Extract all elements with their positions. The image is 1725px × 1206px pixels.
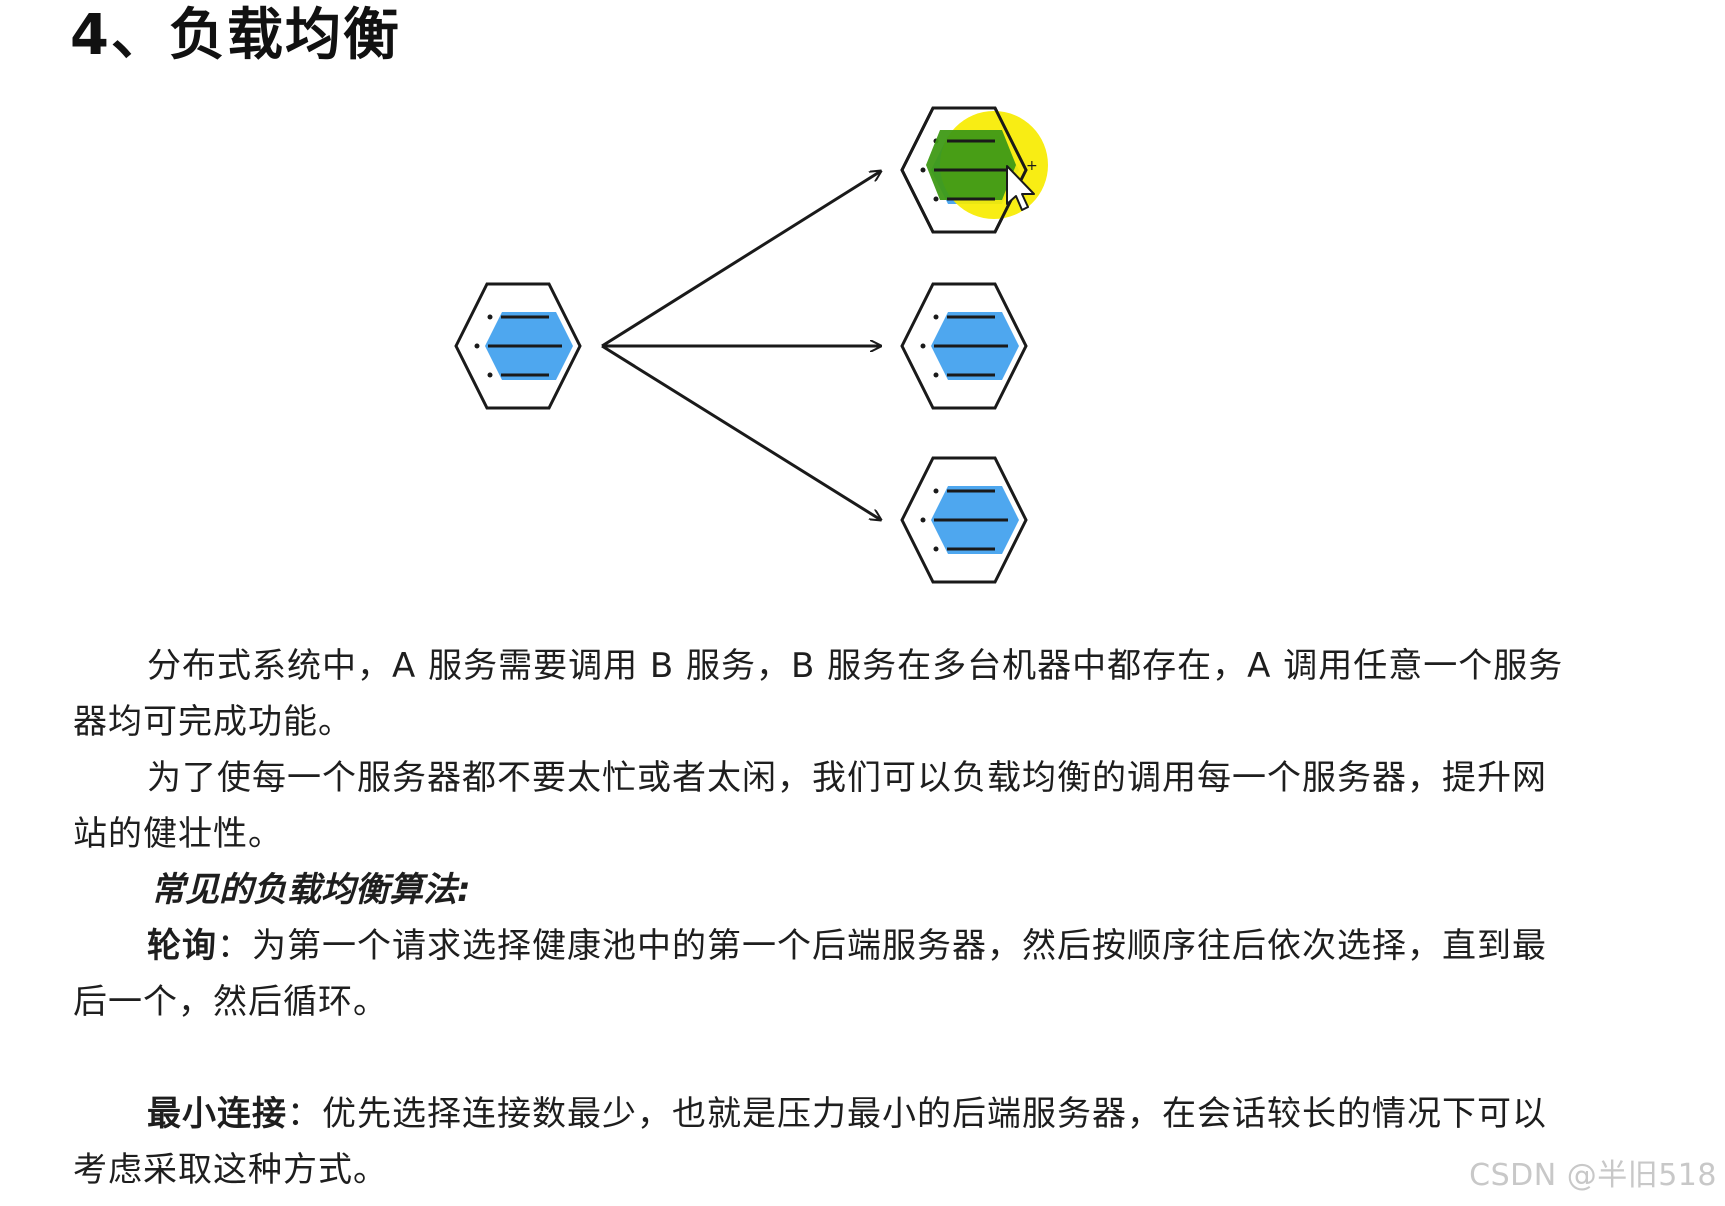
page-title: 4、负载均衡 — [70, 3, 401, 68]
term-round-robin: 轮询 — [147, 926, 217, 966]
arrow-icon — [601, 171, 881, 348]
mouse-cursor-icon — [1006, 165, 1035, 211]
term-least-connections: 最小连接 — [147, 1094, 287, 1134]
algorithm-least-connections: 最小连接：优先选择连接数最少，也就是压力最小的后端服务器，在会话较长的情况下可以… — [73, 1086, 1573, 1198]
body-content: 分布式系统中，A 服务需要调用 B 服务，B 服务在多台机器中都存在，A 调用任… — [73, 638, 1573, 1198]
load-balancing-diagram: + — [454, 106, 1048, 584]
target-server-icon-2 — [900, 282, 1028, 410]
arrow-icon — [601, 344, 881, 520]
algorithm-round-robin: 轮询：为第一个请求选择健康池中的第一个后端服务器，然后按顺序往后依次选择，直到最… — [73, 918, 1573, 1030]
algorithms-heading: 常见的负载均衡算法: — [151, 870, 471, 910]
target-server-icon-3 — [900, 456, 1028, 584]
source-server-icon — [454, 282, 582, 410]
desc-least-connections: ：优先选择连接数最少，也就是压力最小的后端服务器，在会话较长的情况下可以考虑采取… — [73, 1094, 1547, 1190]
paragraph-purpose: 为了使每一个服务器都不要太忙或者太闲，我们可以负载均衡的调用每一个服务器，提升网… — [73, 758, 1547, 854]
paragraph-distributed: 分布式系统中，A 服务需要调用 B 服务，B 服务在多台机器中都存在，A 调用任… — [73, 646, 1564, 742]
desc-round-robin: ：为第一个请求选择健康池中的第一个后端服务器，然后按顺序往后依次选择，直到最后一… — [73, 926, 1547, 1022]
svg-text:+: + — [1026, 158, 1038, 174]
target-server-icon-1: + — [900, 106, 1048, 234]
watermark: CSDN @半旧518 — [1469, 1158, 1717, 1193]
